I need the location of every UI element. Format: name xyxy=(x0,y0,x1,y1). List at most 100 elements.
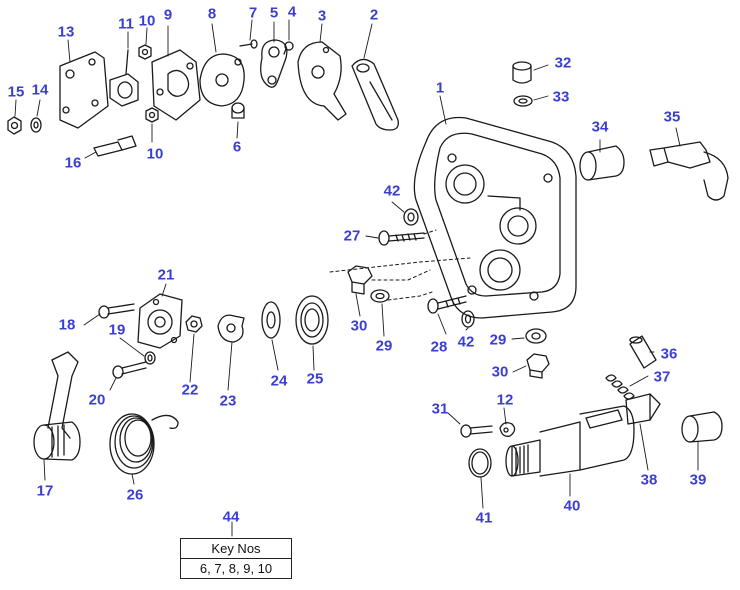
part-clip-12 xyxy=(499,422,516,437)
callout-16: 16 xyxy=(64,154,82,172)
part-tab-washer-23 xyxy=(217,314,245,343)
part-pin-4 xyxy=(283,41,294,55)
callout-31: 31 xyxy=(431,400,449,418)
part-screw-18 xyxy=(98,303,135,319)
part-bracket-11 xyxy=(109,49,139,107)
part-lever-17 xyxy=(33,351,81,461)
part-nut-15 xyxy=(7,116,22,135)
callout-10-bottom: 10 xyxy=(146,145,164,163)
part-nut-10-bottom xyxy=(145,107,159,123)
part-bolt-16 xyxy=(93,135,137,157)
part-plug-30-left xyxy=(347,265,373,295)
part-key-38 xyxy=(625,393,661,425)
callout-9: 9 xyxy=(163,6,173,24)
part-housing-1 xyxy=(413,116,577,319)
callout-35: 35 xyxy=(663,108,681,126)
callout-38: 38 xyxy=(640,471,658,489)
callout-4: 4 xyxy=(287,3,297,21)
part-spring-26 xyxy=(109,413,179,475)
part-washer-29-left xyxy=(370,289,390,303)
callout-8: 8 xyxy=(207,5,217,23)
callout-7: 7 xyxy=(248,4,258,22)
callout-14: 14 xyxy=(31,81,49,99)
callout-22: 22 xyxy=(181,381,199,399)
part-plug-30-right xyxy=(526,353,550,379)
part-crank-35 xyxy=(649,141,729,201)
part-nut-10-top xyxy=(138,44,152,60)
callout-25: 25 xyxy=(306,370,324,388)
callout-leaders xyxy=(14,19,699,537)
callout-19: 19 xyxy=(108,321,126,339)
part-plate-13 xyxy=(59,51,109,129)
callout-20: 20 xyxy=(88,391,106,409)
part-screw-20 xyxy=(112,361,147,379)
part-screw-28 xyxy=(427,295,467,314)
part-screw-31 xyxy=(460,424,493,438)
callout-44: 44 xyxy=(222,508,240,526)
part-cam-plate-3 xyxy=(297,41,347,121)
part-shaft-40 xyxy=(505,405,635,477)
callout-37: 37 xyxy=(653,368,671,386)
part-housing-21 xyxy=(137,293,183,349)
part-ring-41 xyxy=(468,448,492,478)
callout-27: 27 xyxy=(343,227,361,245)
callout-42-top: 42 xyxy=(383,182,401,200)
callout-1: 1 xyxy=(435,79,445,97)
part-bushing-34 xyxy=(579,145,625,181)
callout-26: 26 xyxy=(126,486,144,504)
callout-28: 28 xyxy=(430,338,448,356)
part-screw-7 xyxy=(239,39,258,49)
part-washer-42-top xyxy=(403,208,419,226)
part-nut-22 xyxy=(185,315,203,333)
callout-30-right: 30 xyxy=(491,363,509,381)
callout-23: 23 xyxy=(219,392,237,410)
callout-29-left: 29 xyxy=(375,337,393,355)
callout-2: 2 xyxy=(369,6,379,24)
callout-40: 40 xyxy=(563,497,581,515)
part-bushing-39 xyxy=(681,411,723,443)
part-washer-33 xyxy=(513,95,533,107)
callout-39: 39 xyxy=(689,471,707,489)
callout-17: 17 xyxy=(36,482,54,500)
part-washer-29-right xyxy=(525,328,547,344)
part-seal-24 xyxy=(261,301,281,339)
callout-18: 18 xyxy=(58,316,76,334)
key-nos-value: 6, 7, 8, 9, 10 xyxy=(181,558,291,578)
callout-13: 13 xyxy=(57,23,75,41)
callout-32: 32 xyxy=(554,54,572,72)
part-plug-32 xyxy=(512,61,532,84)
callout-21: 21 xyxy=(157,266,175,284)
part-spring-37 xyxy=(605,374,635,400)
callout-30-left: 30 xyxy=(350,317,368,335)
callout-3: 3 xyxy=(317,7,327,25)
assembly-leader-lines xyxy=(329,229,471,301)
callout-29-right: 29 xyxy=(489,331,507,349)
key-nos-header: Key Nos xyxy=(211,541,261,556)
part-plate-9 xyxy=(151,49,201,121)
callout-34: 34 xyxy=(591,118,609,136)
callout-5: 5 xyxy=(269,4,279,22)
part-lever-2 xyxy=(351,58,399,131)
callout-15: 15 xyxy=(7,83,25,101)
callout-41: 41 xyxy=(475,509,493,527)
callout-6: 6 xyxy=(232,138,242,156)
part-washer-42-bottom xyxy=(461,310,475,328)
part-washer-19 xyxy=(144,351,156,365)
part-pin-6 xyxy=(231,102,245,119)
callout-11: 11 xyxy=(118,15,134,33)
part-link-5 xyxy=(260,39,288,88)
callout-42-bottom: 42 xyxy=(457,333,475,351)
callout-36: 36 xyxy=(660,345,678,363)
part-pin-36 xyxy=(629,335,657,369)
part-screw-27 xyxy=(378,230,425,246)
part-washer-14 xyxy=(30,117,42,133)
key-nos-table: Key Nos 6, 7, 8, 9, 10 xyxy=(180,538,292,579)
callout-33: 33 xyxy=(552,88,570,106)
callout-10-top: 10 xyxy=(138,12,156,30)
callout-24: 24 xyxy=(270,372,288,390)
part-cam-8 xyxy=(199,53,245,107)
part-bearing-25 xyxy=(295,295,329,345)
callout-12: 12 xyxy=(496,391,514,409)
